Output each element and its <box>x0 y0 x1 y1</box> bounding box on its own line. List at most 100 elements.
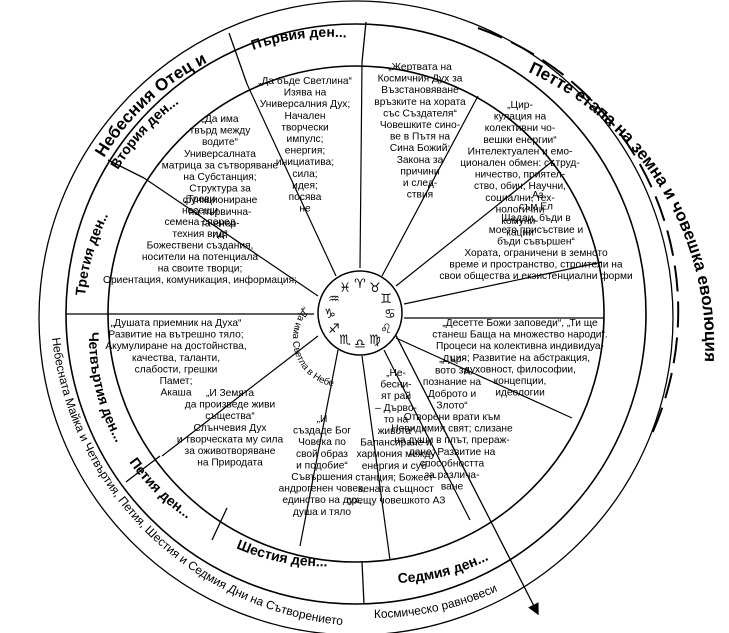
zodiac-sign: ♏ <box>339 333 351 348</box>
segment-line: концепции, <box>494 376 547 387</box>
segment-line: Отворени врати към <box>404 412 501 423</box>
segment-line: душа и тяло <box>293 507 351 518</box>
segment-line: комуни- <box>501 216 538 227</box>
zodiac-sign: ♒ <box>328 292 340 307</box>
outer-circle <box>38 0 674 633</box>
segment-line: и творческата му сила <box>177 434 284 445</box>
segment-line: вената същност <box>358 484 434 495</box>
segment-line: нологични <box>496 204 545 215</box>
spokes <box>110 61 604 561</box>
segment-10-text: „Душата приемник на Духа“Развитие на вът… <box>105 318 246 399</box>
segment-line: Ориентация, комуникация, информация; <box>103 274 297 286</box>
segment-line: посява <box>289 192 322 203</box>
segment-line: Човешките сино- <box>380 120 460 131</box>
zodiac-sign: ♎ <box>354 337 366 352</box>
segment-line: духовност, философии, <box>464 363 576 375</box>
segment-line: „Дър- <box>439 354 465 365</box>
segment-line: гия <box>213 230 228 241</box>
segment-line: импулс; <box>287 134 324 145</box>
segment-line: слабости, грешки <box>135 363 218 375</box>
segment-line: Памет; <box>160 376 193 387</box>
heavenly-father-label: Небесния Отец и <box>91 49 209 160</box>
segment-line: „Да има <box>201 114 238 125</box>
segment-line: на своите творци; <box>158 264 243 275</box>
segment-line: та енер- <box>200 218 239 229</box>
segment-line: кации <box>506 228 534 239</box>
segment-line: Възстановяване <box>381 85 459 96</box>
zodiac-circle <box>317 270 403 356</box>
segment-line: бъди съвършен“ <box>497 235 575 247</box>
segment-line: Хората, ограничени в земното <box>464 248 608 259</box>
segment-line: причини <box>400 166 439 177</box>
segment-line: ство, обич; Научни, <box>474 180 566 192</box>
segment-line: да произведе живи <box>185 400 275 411</box>
segment-line: Злото“ <box>436 400 468 411</box>
segment-line: и след- <box>403 178 437 189</box>
segment-line: станеш Баща на множество народи“. <box>432 330 607 341</box>
segment-line: единство на дух, <box>282 495 361 506</box>
segment-line: същества“ <box>205 411 255 422</box>
segment-line: то на <box>384 414 409 425</box>
segment-line: водите“ <box>202 137 239 148</box>
segment-line: кулация на <box>494 112 547 123</box>
segment-line: моето присъствие и <box>489 225 583 236</box>
segment-line: енергия; <box>285 146 325 157</box>
zodiac-sign: ♐ <box>328 322 340 337</box>
segment-line: създаде Бог <box>293 426 351 437</box>
segment-line: на души в плът, прераж- <box>394 435 510 446</box>
segment-line: – Дърво- <box>375 403 417 414</box>
segment-line: Човека по <box>298 437 346 448</box>
segment-line: хармония между <box>356 449 436 460</box>
segment-line: творчески <box>281 122 328 133</box>
segment-line: за различа- <box>425 470 480 481</box>
segment-line: носители на потенциала <box>142 252 258 263</box>
segment-line: колективни чо- <box>485 123 555 134</box>
segment-line: Космичния Дух за <box>378 74 463 85</box>
segment-line: Балансиране и <box>360 438 432 449</box>
segment-line: ция; Развитие на абстракция, <box>450 352 590 364</box>
zodiac-glyphs: ♈♉♊♋♌♍♎♏♐♑♒♓ <box>324 277 396 352</box>
segment-line: и подобие“ <box>296 459 348 471</box>
segment-line: твърд между <box>190 126 252 137</box>
segment-line: Акаша <box>161 388 192 399</box>
segment-line: ционален обмен: сътруд- <box>460 157 580 169</box>
segment-line: вото за <box>435 366 469 377</box>
segment-line: андрогенен човек, <box>279 484 366 495</box>
segment-line: свои общества и екзистенциални форми <box>439 270 632 282</box>
segment-line: ничество, приятел- <box>475 170 565 181</box>
segment-line: Доброто и <box>428 388 476 400</box>
segment-line: инициатива; <box>276 157 334 168</box>
ring-divider <box>125 455 161 483</box>
segment-line: семена според <box>165 217 236 228</box>
segment-line: със Създателя“ <box>383 108 457 119</box>
segment-line: ване <box>441 482 464 493</box>
segment-line: живота“ <box>378 426 415 437</box>
segment-line: на първична- <box>189 207 252 218</box>
segment-line: енергия и суб- <box>362 460 430 472</box>
zodiac-sign: ♑ <box>324 307 336 322</box>
segment-line: познание на <box>423 377 481 388</box>
ring-divider <box>228 32 248 85</box>
day-sixth-label: Шестия ден... <box>235 536 328 569</box>
segment-line: Универсалния Дух; <box>260 99 350 110</box>
segment-line: на Субстанция; <box>183 171 256 183</box>
segment-line: Съвършения <box>291 472 353 483</box>
segment-line: Божествени създания, <box>147 240 254 251</box>
segment-line: техния вид“ <box>172 229 228 240</box>
segment-line: Закона за <box>397 155 444 166</box>
segment-line: „Жертвата на <box>388 62 452 73</box>
evolution-arrow <box>377 299 539 616</box>
segment-line: Универсалната <box>184 149 256 160</box>
segment-line: „Аз <box>529 190 544 201</box>
segment-line: „И <box>317 414 328 425</box>
